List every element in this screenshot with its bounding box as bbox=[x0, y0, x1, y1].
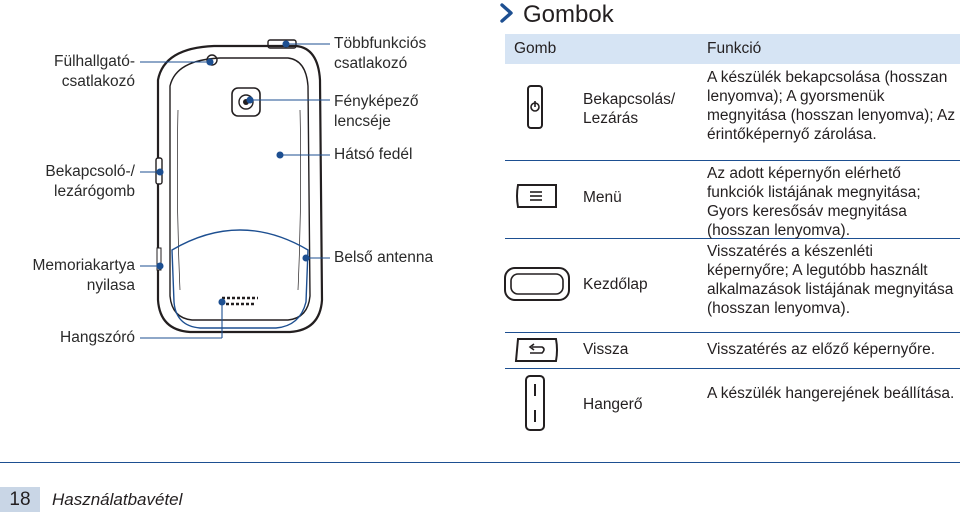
label-speaker: Hangszóró bbox=[60, 329, 135, 346]
page-number: 18 bbox=[9, 489, 31, 510]
memory-slot-shape bbox=[156, 247, 162, 271]
phone-body bbox=[156, 44, 324, 334]
back-key-icon bbox=[514, 338, 558, 362]
antenna-area-shape bbox=[171, 229, 309, 329]
label-internal-antenna: Belső antenna bbox=[334, 249, 434, 266]
function-text: Visszatérés az előző képernyőre. bbox=[707, 341, 936, 358]
label-headset-jack: Fülhallgató- csatlakozó bbox=[54, 53, 135, 90]
label-back-cover: Hátsó fedél bbox=[334, 146, 413, 163]
chapter-title: Használatbavétel bbox=[52, 490, 183, 509]
headset-jack-shape bbox=[206, 54, 218, 66]
header-button: Gomb bbox=[514, 40, 557, 57]
power-key-icon bbox=[527, 85, 543, 129]
function-text: Az adott képernyőn elérhető funkciók lis… bbox=[707, 165, 921, 239]
menu-key-icon bbox=[516, 184, 557, 208]
row-divider bbox=[505, 332, 960, 333]
row-divider bbox=[505, 368, 960, 369]
header-function: Funkció bbox=[707, 40, 762, 57]
label-multifunction-jack: Többfunkciós csatlakozó bbox=[334, 35, 427, 72]
function-text: Visszatérés a készenléti képernyőre; A l… bbox=[707, 243, 954, 317]
button-name: Kezdőlap bbox=[583, 276, 648, 293]
row-divider bbox=[505, 238, 960, 239]
home-key-icon bbox=[504, 267, 570, 301]
label-power-key: Bekapcsoló-/ lezárógomb bbox=[45, 163, 135, 200]
table-header bbox=[505, 34, 960, 64]
volume-key-icon bbox=[525, 375, 545, 431]
row-divider bbox=[505, 160, 960, 161]
chevron-right-icon bbox=[500, 3, 513, 23]
button-name: Vissza bbox=[583, 341, 629, 358]
page-number-box bbox=[0, 487, 40, 512]
function-text: A készülék hangerejének beállítása. bbox=[707, 385, 955, 402]
camera-lens-shape bbox=[231, 87, 261, 117]
button-name: Menü bbox=[583, 189, 622, 206]
function-text: A készülék bekapcsolása (hosszan lenyomv… bbox=[707, 69, 956, 143]
phone-back-illustration bbox=[140, 39, 330, 339]
button-name: Hangerő bbox=[583, 396, 643, 413]
back-cover bbox=[169, 57, 311, 321]
button-name: Bekapcsolás/ Lezárás bbox=[583, 91, 676, 127]
label-camera-lens: Fényképező lencséje bbox=[334, 93, 419, 130]
footer-rule bbox=[0, 462, 960, 463]
label-memory-slot: Memoriakartya nyilasa bbox=[32, 257, 136, 294]
section-title: Gombok bbox=[523, 1, 614, 28]
